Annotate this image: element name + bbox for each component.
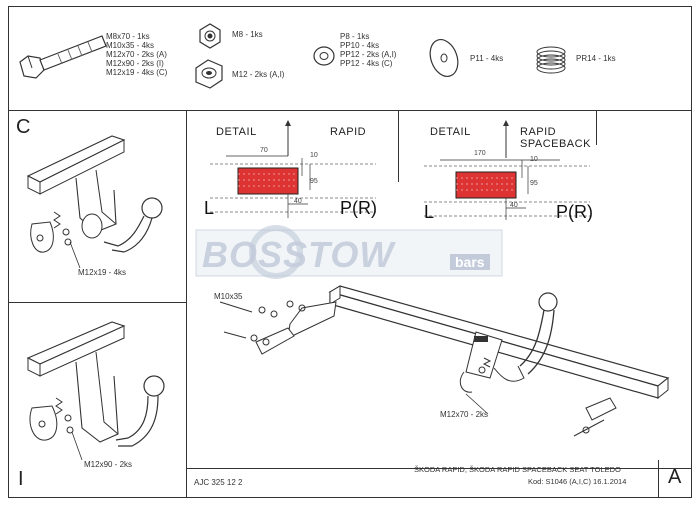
panel-i-bolt-label: M12x90 - 2ks	[84, 460, 133, 469]
detail-left-pr-label: P(R)	[340, 198, 377, 218]
main-bottom-bolt-label: M12x70 - 2ks	[440, 410, 489, 419]
nut-label-2: M12 - 2ks (A,I)	[232, 70, 285, 79]
spring-washer-label: PR14 - 1ks	[576, 54, 616, 63]
nut-label-1: M8 - 1ks	[232, 30, 263, 39]
detail-right-pr-label: P(R)	[556, 202, 593, 222]
panel-i-letter: I	[18, 468, 24, 490]
panel-c-towbar-drawing	[26, 135, 163, 269]
washer-icon	[313, 46, 335, 66]
detail-right-dim-top: 170	[474, 150, 486, 157]
left-column-divider	[186, 110, 187, 498]
spring-washer-icon	[536, 46, 566, 74]
detail-right-drawing	[424, 120, 590, 220]
footer-code: AJC 325 12 2	[194, 478, 243, 487]
detail-left-l-label: L	[204, 198, 215, 218]
detail-right-dim-v1: 10	[530, 156, 538, 163]
lock-nut-icon	[199, 23, 221, 49]
detail-left-dim-bottom: 40	[294, 198, 302, 205]
main-towbar-assembly	[219, 285, 670, 437]
detail-left-model: RAPID	[330, 126, 367, 138]
detail-right-model2: SPACEBACK	[520, 138, 591, 150]
detail-right-dim-v2: 95	[530, 180, 538, 187]
panel-c-letter: C	[16, 116, 31, 138]
main-top-bolt-label: M10x35	[214, 292, 243, 301]
header-divider	[8, 110, 692, 111]
detail-right-title: DETAIL	[430, 126, 471, 138]
detail-right-dim-bottom: 40	[510, 202, 518, 209]
footer-kod: Kod: S1046 (A,I,C) 16.1.2014	[528, 477, 627, 486]
footer-a-divider	[658, 460, 659, 498]
large-washer-label: P11 - 4ks	[470, 54, 504, 63]
footer-vehicle: ŠKODA RAPID, ŠKODA RAPID SPACEBACK SEAT …	[414, 465, 621, 474]
bolt-icon	[19, 35, 107, 79]
detail-right-model: RAPID	[520, 126, 557, 138]
panel-c-bolt-label: M12x19 - 4ks	[78, 268, 127, 277]
detail-left-title: DETAIL	[216, 126, 257, 138]
bosstow-watermark: BOSSTOW bars	[195, 224, 503, 284]
details-divider	[398, 110, 399, 182]
left-panel-divider	[8, 302, 186, 303]
watermark-text: BOSSTOW	[202, 234, 395, 275]
drawing-frame	[8, 6, 692, 498]
detail-right-l-label: L	[424, 202, 435, 222]
detail-left-dim-v2: 95	[310, 178, 318, 185]
header-right-divider	[596, 110, 597, 145]
nut-icon	[195, 59, 223, 89]
detail-left-drawing	[210, 120, 376, 218]
large-washer-icon	[429, 39, 459, 77]
panel-a-letter: A	[668, 466, 682, 488]
footer-divider	[186, 468, 692, 469]
detail-left-dim-top: 70	[260, 147, 268, 154]
watermark-suffix: bars	[450, 254, 490, 270]
panel-i-towbar-drawing	[26, 321, 165, 461]
detail-left-dim-v1: 10	[310, 152, 318, 159]
